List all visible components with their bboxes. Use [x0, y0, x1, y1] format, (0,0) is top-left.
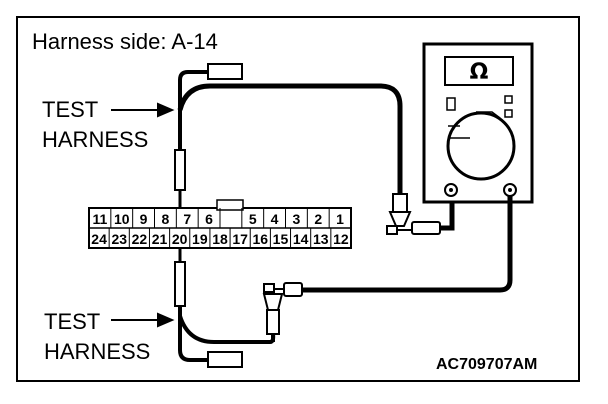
meter-lead-lower: [300, 196, 513, 293]
arrow-upper: [111, 102, 175, 118]
connector-bottom-pin-label: 20: [172, 231, 188, 247]
connector-bottom-pin-label: 23: [111, 231, 127, 247]
connector-bottom-pin-label: 22: [132, 231, 148, 247]
harness-label-upper: HARNESS: [42, 127, 149, 152]
harness-label-lower: HARNESS: [44, 339, 151, 364]
connector-top-pin-label: 2: [314, 211, 322, 227]
connector-bottom-pin-label: 13: [313, 231, 329, 247]
connector-top-pin-label: 5: [249, 211, 257, 227]
connector-bottom-pin-label: 21: [152, 231, 168, 247]
connector-top-pin-label: 7: [183, 211, 191, 227]
arrow-lower: [111, 312, 175, 328]
lower-test-harness: [174, 247, 276, 368]
connector-bottom-pin-label: 17: [232, 231, 248, 247]
connector-bottom-pin-label: 24: [91, 231, 107, 247]
figure-code: AC709707AM: [436, 356, 538, 373]
diagram-title: Harness side: A-14: [32, 29, 218, 54]
connector-top-pin-label: 6: [205, 211, 213, 227]
connector-top-pin-label: 3: [293, 211, 301, 227]
probe-lower: [262, 282, 303, 342]
test-label-lower: TEST: [44, 309, 101, 334]
connector-bottom-pin-label: 18: [212, 231, 228, 247]
probe-upper: [386, 193, 455, 235]
ohm-symbol: Ω: [470, 60, 489, 85]
connector-bottom-pin-label: 12: [333, 231, 349, 247]
connector-top-pin-label: 1: [336, 211, 344, 227]
connector-top-pin-label: 4: [271, 211, 279, 227]
connector-bottom-pin-label: 14: [293, 231, 309, 247]
connector-top-pin-label: 11: [93, 211, 108, 227]
connector-top-pin-label: 10: [114, 211, 130, 227]
meter-lead-upper: [177, 83, 403, 194]
test-label-upper: TEST: [42, 97, 99, 122]
connector-bottom-pin-label: 15: [273, 231, 289, 247]
ohmmeter: Ω: [422, 42, 534, 204]
connector-bottom-pin-label: 16: [253, 231, 269, 247]
connector-top-pin-label: 8: [162, 211, 170, 227]
connector-bottom-pin-label: 19: [192, 231, 208, 247]
connector-top-pin-label: 9: [140, 211, 148, 227]
upper-test-harness: [174, 63, 243, 212]
